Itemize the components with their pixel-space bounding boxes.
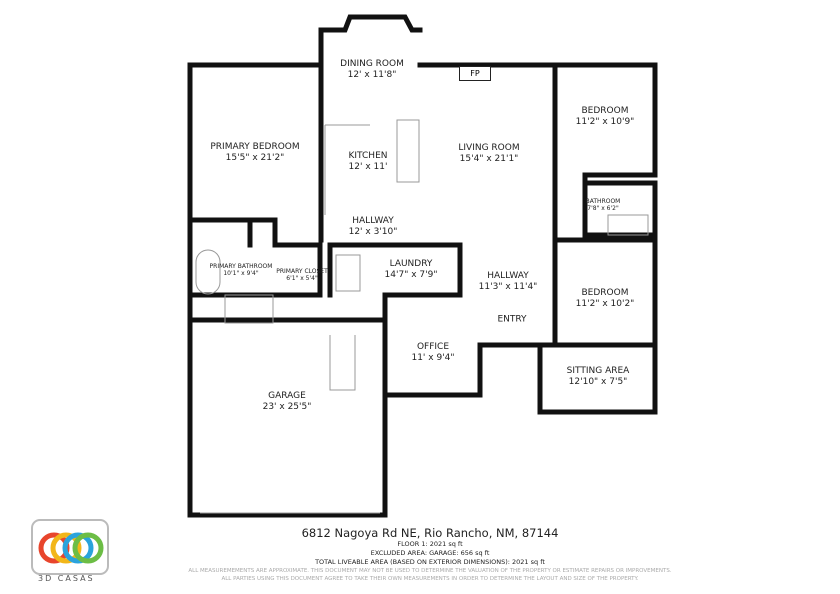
washer-dryer	[335, 254, 361, 292]
disclaimer-2: ALL PARTIES USING THIS DOCUMENT AGREE TO…	[221, 576, 639, 582]
total-area: TOTAL LIVEABLE AREA (BASED ON EXTERIOR D…	[315, 558, 545, 566]
wall	[318, 14, 423, 243]
shower	[607, 214, 649, 236]
garage-stairs	[329, 335, 356, 391]
address: 6812 Nagoya Rd NE, Rio Rancho, NM, 87144	[301, 526, 559, 540]
wall	[187, 317, 388, 518]
wall	[327, 242, 463, 298]
footer: 6812 Nagoya Rd NE, Rio Rancho, NM, 87144…	[0, 526, 840, 583]
wall	[382, 297, 543, 398]
disclaimer-1: ALL MEASUREMEMENTS ARE APPROXIMATE. THIS…	[188, 568, 672, 574]
wall	[552, 62, 658, 243]
wall	[187, 217, 323, 298]
water-heater	[224, 294, 274, 324]
fireplace: FP	[459, 66, 491, 81]
logo-text: 3D CASAS	[38, 574, 95, 583]
room-entry: ENTRY	[497, 314, 527, 325]
3d-casas-logo	[31, 519, 109, 575]
floor-area: FLOOR 1: 2021 sq ft	[397, 540, 463, 548]
excluded-area: EXCLUDED AREA: GARAGE: 656 sq ft	[370, 549, 490, 557]
kitchen-island	[396, 119, 420, 183]
kitchen-counter	[324, 124, 370, 215]
wall	[417, 62, 558, 348]
bathtub	[195, 249, 221, 295]
